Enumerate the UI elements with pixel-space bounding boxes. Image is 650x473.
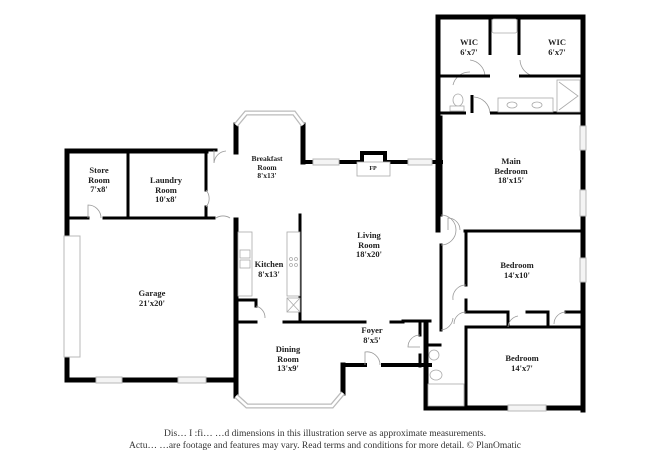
room-name: Main xyxy=(501,156,521,166)
room-name: Bedroom xyxy=(494,165,528,176)
room-dimensions: 7'x8' xyxy=(90,184,108,194)
room-label-breakfast-room: Breakfast Room 8'x13' xyxy=(251,154,283,181)
room-dimensions: 18'x15' xyxy=(498,175,524,185)
room-label-foyer: Foyer 8'x5' xyxy=(361,325,383,345)
room-label-wic-right: WIC 6'x7' xyxy=(548,37,566,57)
room-label-bedroom-3: Bedroom 14'x7' xyxy=(505,353,539,373)
room-dimensions: 8'x13' xyxy=(258,268,280,279)
room-name: Bedroom xyxy=(505,353,539,363)
room-label-wic-left: WIC 6'x7' xyxy=(460,37,478,57)
room-dimensions: 8'x5' xyxy=(363,334,381,345)
room-dimensions: 6'x7' xyxy=(548,46,566,57)
disclaimer-line-1: Dis… I :fi… …d dimensions in this illust… xyxy=(164,429,486,439)
room-name: Room xyxy=(88,174,110,185)
room-name: Bedroom xyxy=(500,260,534,270)
room-label-store-room: Store Room 7'x8' xyxy=(88,165,110,195)
room-name: Foyer xyxy=(361,325,383,335)
room-label-living-room: Living Room 18'x20' xyxy=(356,230,382,260)
room-dimensions: 21'x20' xyxy=(139,297,165,308)
room-name: WIC xyxy=(460,37,478,47)
doors xyxy=(87,59,567,366)
room-name: Room xyxy=(358,239,380,250)
room-name: Dining xyxy=(275,344,301,354)
room-name: Room xyxy=(257,162,277,172)
room-label-dining-room: Dining Room 13'x9' xyxy=(275,344,301,374)
disclaimer: Dis… I :fi… …d dimensions in this illust… xyxy=(0,428,650,452)
room-name: Garage xyxy=(138,288,166,298)
room-name: Room xyxy=(277,353,299,364)
room-name: WIC xyxy=(548,37,566,47)
room-label-bedroom-2: Bedroom 14'x10' xyxy=(500,260,534,280)
room-dimensions: 8'x13' xyxy=(257,171,277,180)
fixtures xyxy=(237,18,581,407)
room-dimensions: 18'x20' xyxy=(356,249,382,259)
fireplace-label: FP xyxy=(369,166,377,172)
room-label-garage: Garage 21'x20' xyxy=(138,288,166,308)
room-dimensions: 6'x7' xyxy=(460,46,478,57)
room-name: Room xyxy=(155,184,177,195)
windows xyxy=(63,110,587,412)
room-dimensions: 13'x9' xyxy=(277,363,299,373)
room-dimensions: 14'x7' xyxy=(511,362,533,373)
walls xyxy=(64,14,586,413)
room-dimensions: 10'x8' xyxy=(155,194,177,204)
room-name: Store xyxy=(89,165,109,175)
room-name: Laundry xyxy=(149,175,183,185)
room-label-laundry-room: Laundry Room 10'x8' xyxy=(149,175,183,205)
room-label-kitchen: Kitchen 8'x13' xyxy=(254,259,284,279)
room-label-main-bedroom: Main Bedroom 18'x15' xyxy=(494,156,528,186)
room-name: Breakfast xyxy=(251,154,283,163)
room-dimensions: 14'x10' xyxy=(504,269,530,280)
disclaimer-line-2: Actu… …are footage and features may vary… xyxy=(128,441,521,451)
room-name: Kitchen xyxy=(254,259,284,269)
room-name: Living xyxy=(357,230,381,240)
